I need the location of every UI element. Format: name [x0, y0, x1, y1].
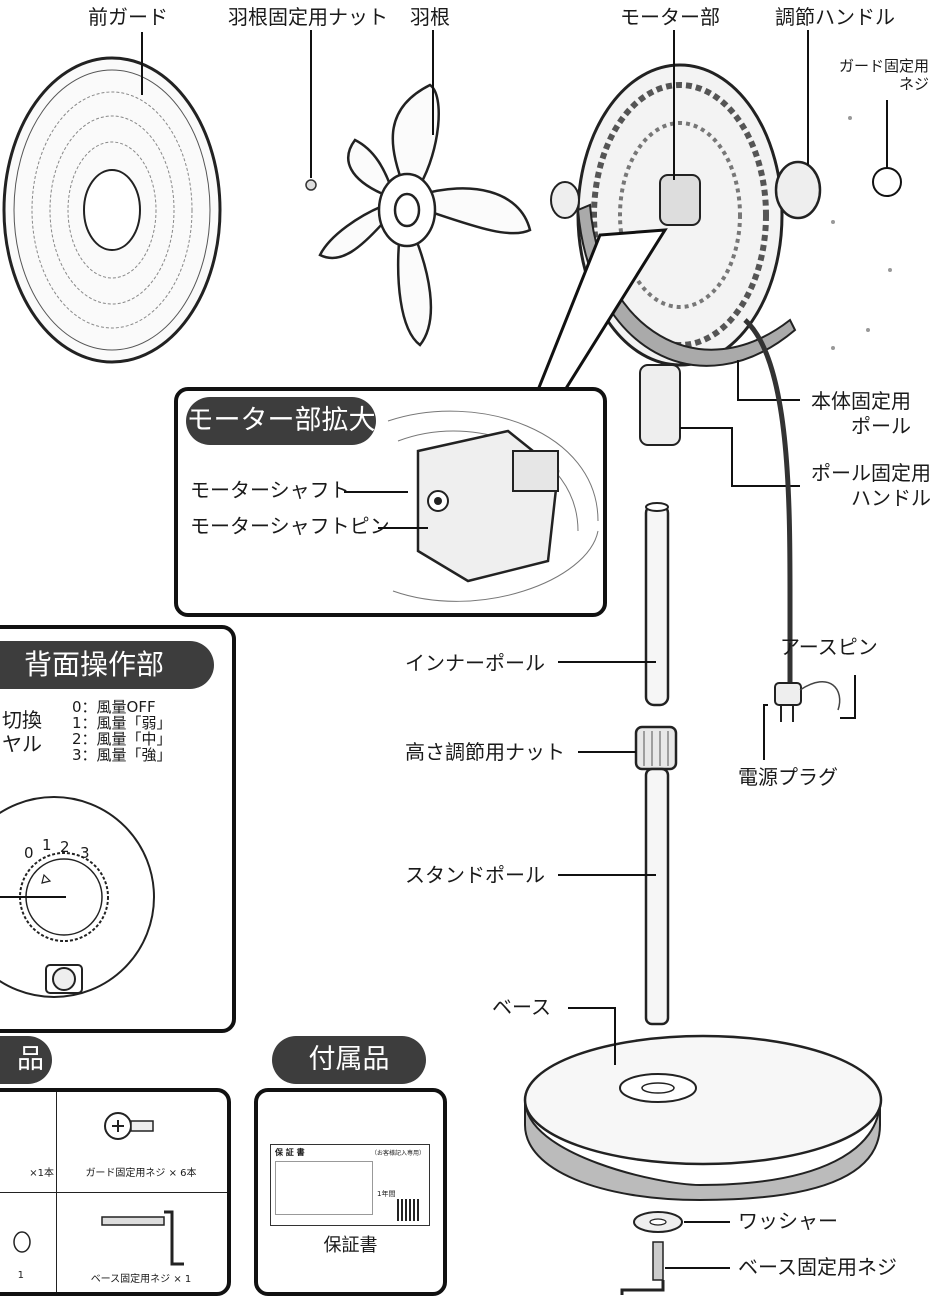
blade-nut-drawing: [305, 179, 317, 191]
adjust-handle-label: 調節ハンドル: [775, 5, 895, 29]
motor-zoom-title: モーター部拡大: [186, 397, 376, 445]
power-cord-drawing: [743, 318, 793, 685]
warranty-card-note: （お客様記入専用）: [370, 1150, 425, 1157]
stand-pole-label: スタンドポール: [405, 863, 545, 887]
blade-drawing: [318, 83, 532, 347]
body-pole-label-2: ポール: [851, 414, 911, 438]
blade-label: 羽根: [410, 5, 450, 29]
inner-pole-label: インナーポール: [405, 651, 545, 675]
parts-item-1: ×1本: [29, 1168, 54, 1179]
guard-screw-drawing: [872, 167, 902, 197]
parts-box-title: 品: [0, 1036, 52, 1084]
guard-screw-label-2: ネジ: [898, 75, 929, 93]
back-panel: 背面操作部 切換 ヤル 0：風量OFF 1：風量「弱」 2：風量「中」 3：風量…: [0, 625, 236, 1033]
parts-item-3: 1: [17, 1270, 24, 1281]
warranty-card-title: 保 証 書: [275, 1148, 305, 1157]
body-pole-label-1: 本体固定用: [811, 389, 911, 413]
speed-3: 3：風量「強」: [72, 746, 172, 764]
base-drawing: [523, 1034, 883, 1202]
base-leader: [568, 1007, 616, 1065]
accessories-title: 付属品: [272, 1036, 426, 1084]
parts-box: ×1本 ガード固定用ネジ × 6本 1 ベース固定用ネジ × 1: [0, 1088, 231, 1296]
power-plug-leader: [763, 704, 768, 760]
speed-1: 1：風量「弱」: [72, 714, 172, 732]
back-panel-title: 背面操作部: [0, 641, 214, 689]
parts-drawing: [13, 1112, 184, 1266]
qr-code: [397, 1199, 421, 1221]
dial-mark-0: 0: [24, 844, 34, 862]
base-screw-label: ベース固定用ネジ: [738, 1255, 897, 1279]
warranty-card-term: 1年間: [377, 1190, 396, 1198]
motor-shaft-pin-leader: [378, 527, 428, 529]
earth-pin-label: アースピン: [780, 635, 878, 659]
inner-pole-drawing: [644, 502, 670, 707]
speed-0: 0：風量OFF: [72, 698, 156, 716]
speed-2: 2：風量「中」: [72, 730, 172, 748]
washer-label: ワッシャー: [738, 1209, 838, 1233]
warranty-label: 保証書: [323, 1235, 378, 1256]
power-plug-label: 電源プラグ: [738, 765, 838, 789]
warranty-card: 保 証 書 （お客様記入専用） 1年間: [270, 1144, 430, 1226]
parts-item-2: ガード固定用ネジ × 6本: [85, 1168, 197, 1179]
earth-pin-leader: [840, 675, 856, 719]
pole-handle-leader: [680, 427, 800, 487]
accessories-box: 保 証 書 （お客様記入専用） 1年間 保証書: [254, 1088, 447, 1296]
front-guard-label: 前ガード: [88, 5, 168, 29]
height-nut-label: 高さ調節用ナット: [405, 740, 565, 764]
stand-pole-drawing: [634, 725, 678, 1026]
front-guard-drawing: [2, 56, 222, 364]
power-plug-drawing: [774, 680, 841, 722]
guard-screw-label-1: ガード固定用: [838, 57, 929, 75]
parts-item-4: ベース固定用ネジ × 1: [90, 1274, 192, 1285]
motor-shaft-label: モーターシャフト: [190, 478, 350, 502]
dial-mark-3: 3: [80, 844, 90, 862]
switch-label-1: 切換: [2, 708, 42, 732]
warranty-card-form: [275, 1161, 373, 1215]
motor-shaft-pin-label: モーターシャフトピン: [190, 514, 390, 538]
motor-shaft-leader: [344, 491, 408, 493]
parts-divider-h: [0, 1192, 227, 1193]
base-screw-drawing: [620, 1241, 665, 1295]
switch-label-2: ヤル: [2, 732, 42, 756]
motor-part-label: モーター部: [620, 5, 720, 29]
base-label: ベース: [492, 995, 551, 1019]
dial-mark-2: 2: [60, 838, 70, 856]
dial-mark-1: 1: [42, 836, 52, 854]
motor-zoom-drawing: [387, 410, 599, 602]
guard-screw-dots: [831, 116, 892, 350]
pole-handle-label-2: ハンドル: [851, 486, 931, 510]
pole-handle-label-1: ポール固定用: [811, 461, 931, 485]
blade-nut-label: 羽根固定用ナット: [228, 5, 388, 29]
motor-zoom-panel: モーター部拡大 モーターシャフト モーターシャフトピン: [174, 387, 607, 617]
dial-drawing: [0, 796, 155, 998]
